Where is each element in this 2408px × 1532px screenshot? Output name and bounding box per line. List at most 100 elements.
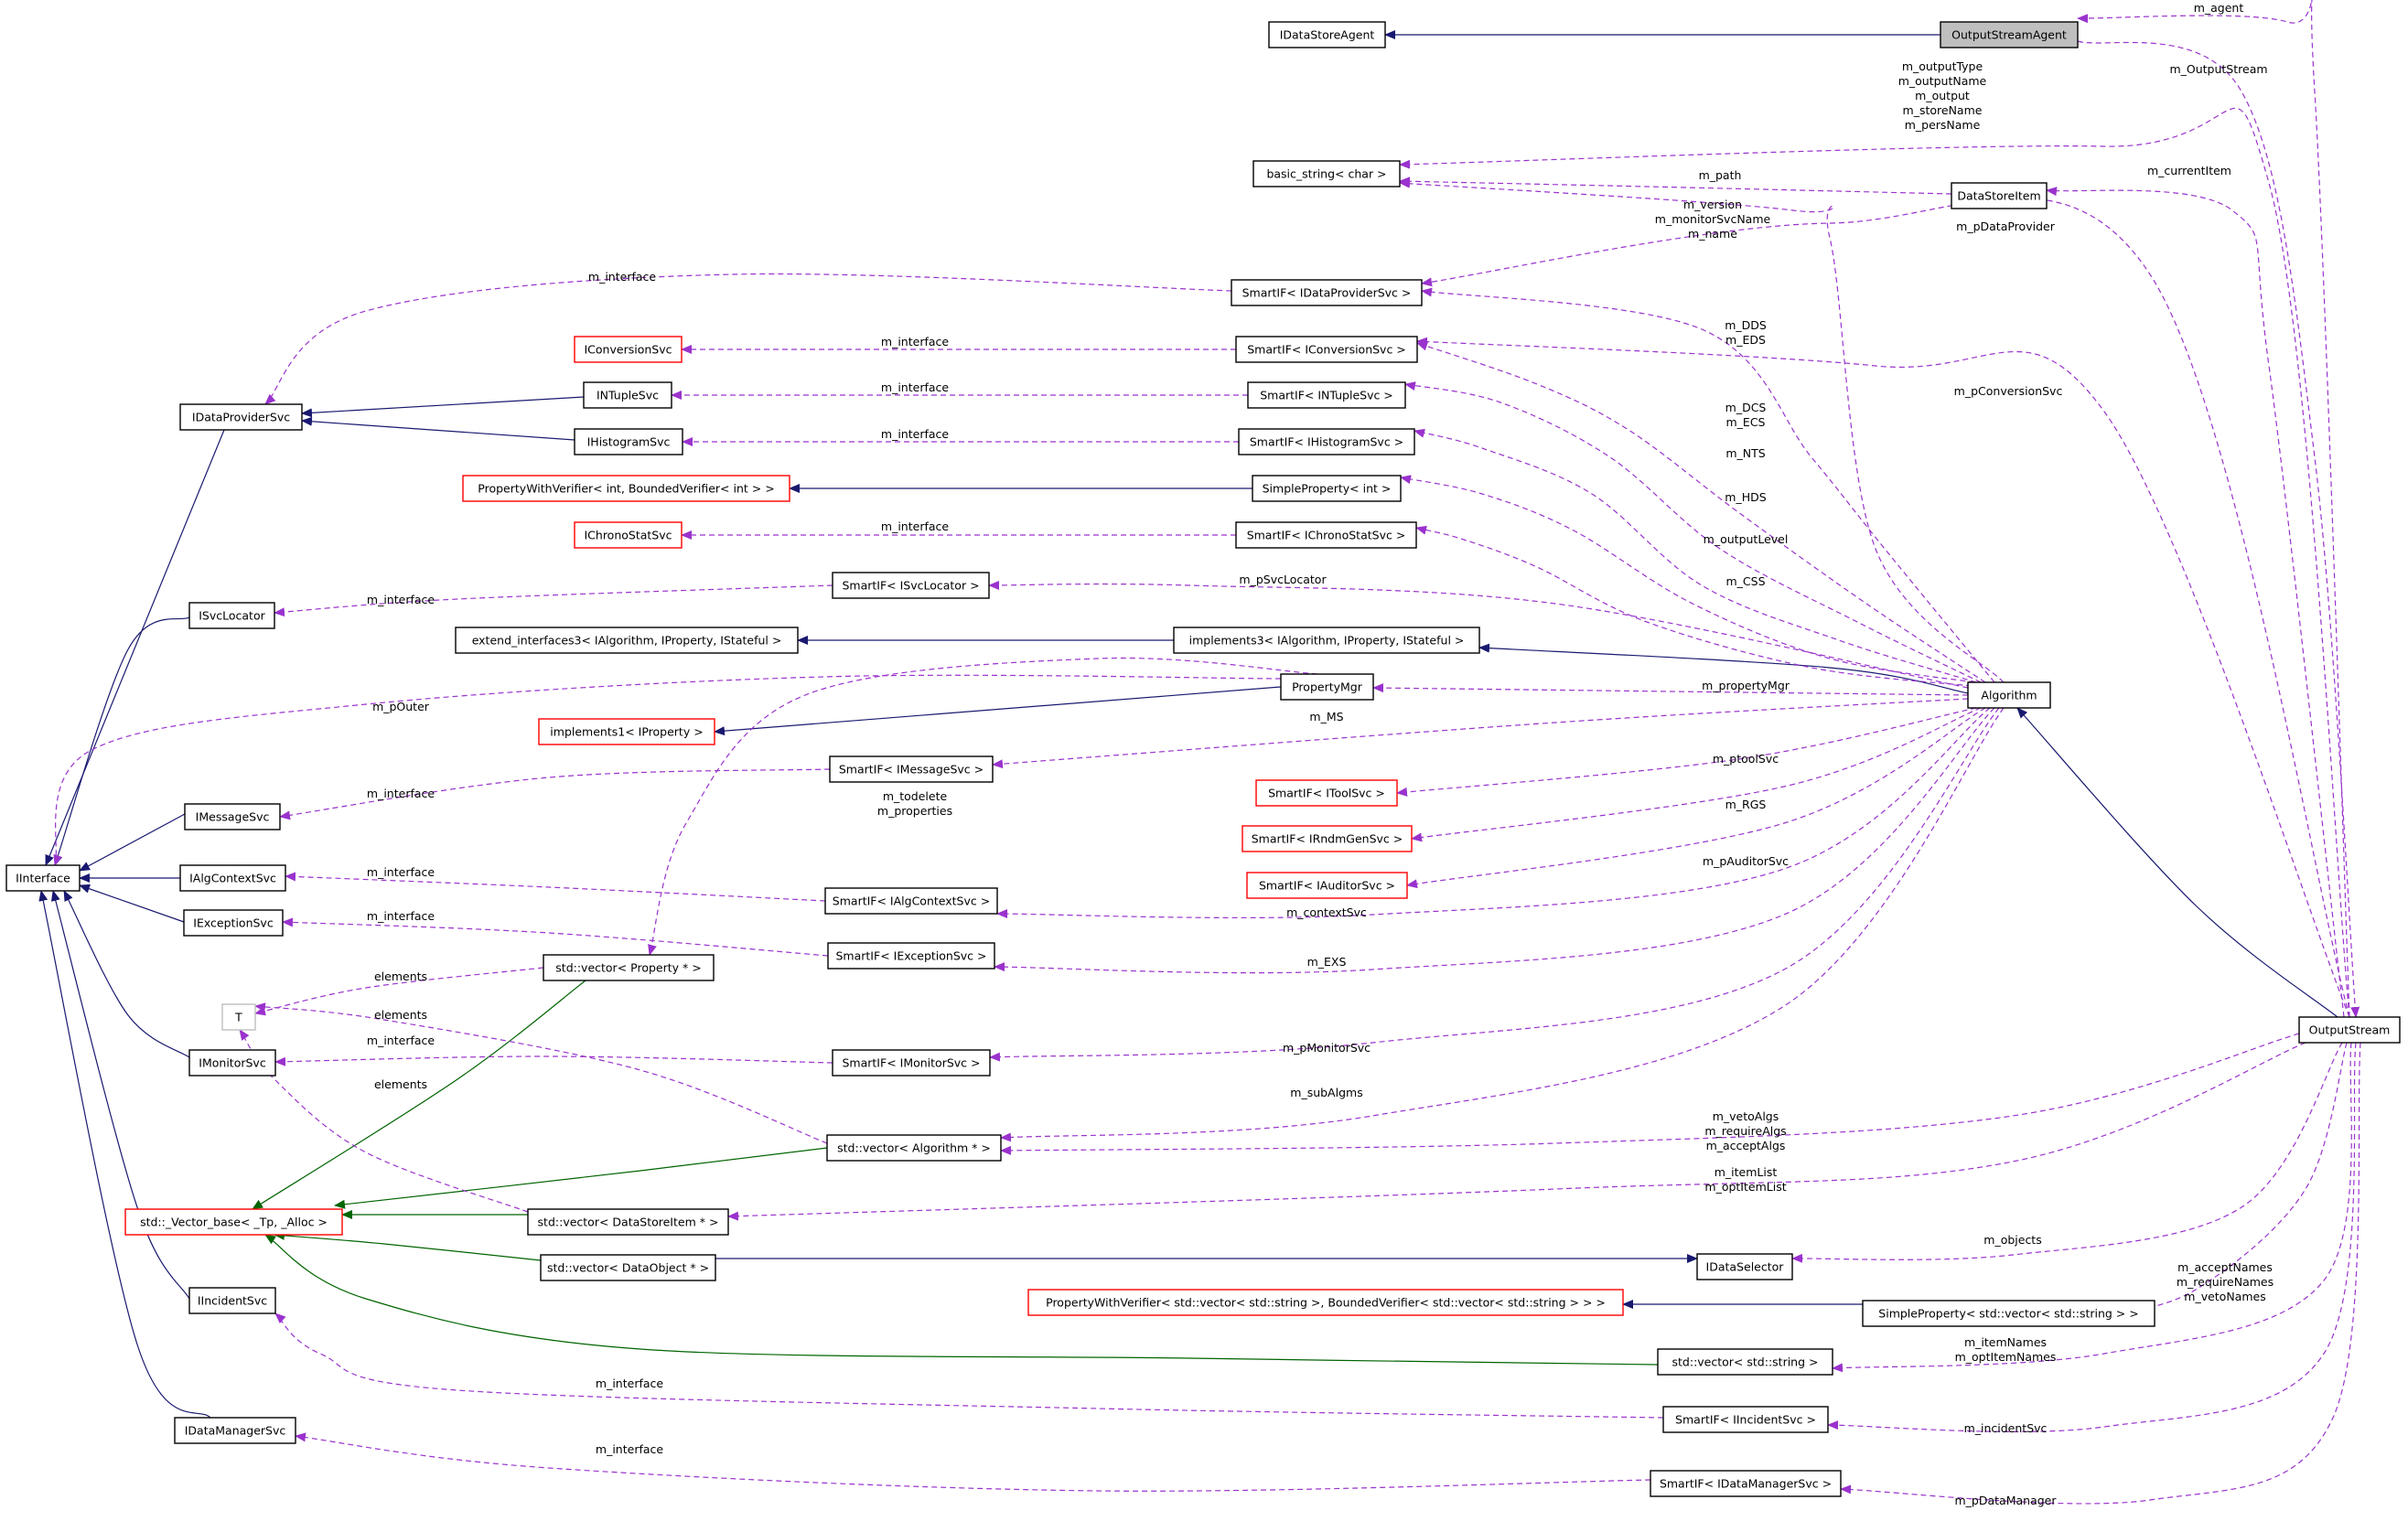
class-node-PropertyWithVerifier_vec[interactable]: PropertyWithVerifier< std::vector< std::… [1027, 1289, 1624, 1316]
class-node-box [184, 803, 281, 830]
edge-label: elements [374, 970, 427, 983]
edge-inherit-Algorithm-to-implements3 [1478, 643, 1969, 694]
class-node-PropertyWithVerifier_int[interactable]: PropertyWithVerifier< int, BoundedVerifi… [462, 475, 790, 502]
class-node-SmartIF_IHistogramSvc[interactable]: SmartIF< IHistogramSvc > [1238, 428, 1415, 455]
class-node-label: SmartIF< IExceptionSvc > [836, 949, 987, 963]
edge-inherit-IIncidentSvc-to-IInterface [50, 890, 190, 1300]
class-node-IDataStoreAgent[interactable]: IDataStoreAgent [1268, 21, 1386, 48]
class-node-box [827, 942, 995, 970]
class-node-label: basic_string< char > [1266, 167, 1386, 181]
class-node-vector_Algorithm[interactable]: std::vector< Algorithm * > [826, 1134, 1002, 1162]
class-node-SmartIF_IExceptionSvc[interactable]: SmartIF< IExceptionSvc > [827, 942, 995, 970]
edge-member-OutputStream-to-SmartIF_IConversionSvc [1416, 337, 2350, 1018]
class-node-vector_Property[interactable]: std::vector< Property * > [543, 954, 715, 981]
edge-member-SmartIF_IIncidentSvc-to-IIncidentSvc [274, 1312, 1664, 1419]
class-node-box [574, 428, 683, 455]
edge-member-OutputStreamAgent-to-OutputStream [2077, 40, 2360, 1018]
class-node-vector_DataObject[interactable]: std::vector< DataObject * > [540, 1254, 716, 1281]
edge-template-vector_string-to-Vector_base [264, 1234, 1659, 1366]
class-node-SimpleProperty_vec[interactable]: SimpleProperty< std::vector< std::string… [1862, 1300, 2155, 1327]
class-node-SmartIF_IConversionSvc[interactable]: SmartIF< IConversionSvc > [1235, 336, 1418, 363]
edge-member-Algorithm-to-SimpleProperty_int [1400, 475, 1975, 683]
class-node-IMonitorSvc[interactable]: IMonitorSvc [188, 1049, 276, 1077]
class-node-IExceptionSvc[interactable]: IExceptionSvc [183, 909, 284, 937]
class-node-label: PropertyWithVerifier< std::vector< std::… [1046, 1296, 1606, 1310]
class-node-IHistogramSvc[interactable]: IHistogramSvc [574, 428, 683, 455]
edge-member-vector_DataStoreItem-to-T [239, 1029, 529, 1213]
class-node-INTupleSvc[interactable]: INTupleSvc [583, 381, 672, 409]
class-node-OutputStreamAgent[interactable]: OutputStreamAgent [1940, 21, 2079, 48]
edge-member-OutputStream-to-SimpleProperty_vec [2094, 1042, 2348, 1320]
class-node-box [462, 475, 790, 502]
class-node-Algorithm[interactable]: Algorithm [1967, 681, 2051, 709]
class-node-T[interactable]: T [221, 1003, 256, 1031]
class-node-label: SimpleProperty< int > [1263, 482, 1392, 496]
edge-member-SmartIF_ISvcLocator-to-ISvcLocator [274, 584, 833, 617]
edge-template-vector_Algorithm-to-Vector_base [334, 1147, 828, 1209]
class-node-label: SmartIF< IConversionSvc > [1247, 343, 1406, 357]
class-node-IConversionSvc[interactable]: IConversionSvc [574, 336, 683, 363]
class-node-IAlgContextSvc[interactable]: IAlgContextSvc [179, 864, 286, 892]
node-layer: IDataStoreAgent OutputStreamAgent basic_st… [5, 21, 2401, 1497]
class-node-SmartIF_IRndmGenSvc[interactable]: SmartIF< IRndmGenSvc > [1242, 825, 1413, 852]
edge-label: m_currentItem [2147, 164, 2231, 177]
class-node-label: IDataStoreAgent [1280, 28, 1375, 42]
class-node-vector_DataStoreItem[interactable]: std::vector< DataStoreItem * > [527, 1208, 729, 1236]
edge-label: m_interface [881, 380, 949, 394]
class-node-extend_interfaces3[interactable]: extend_interfaces3< IAlgorithm, IPropert… [455, 627, 799, 654]
class-node-IDataSelector[interactable]: IDataSelector [1696, 1253, 1793, 1280]
class-node-SimpleProperty_int[interactable]: SimpleProperty< int > [1252, 475, 1402, 502]
class-node-label: implements1< IProperty > [550, 725, 703, 739]
class-node-IIncidentSvc[interactable]: IIncidentSvc [188, 1287, 276, 1314]
class-node-Vector_base[interactable]: std::_Vector_base< _Tp, _Alloc > [124, 1208, 343, 1236]
edge-label: m_MS [1309, 710, 1343, 723]
class-node-implements1[interactable]: implements1< IProperty > [538, 718, 715, 745]
class-node-SmartIF_IDataProviderSvc[interactable]: SmartIF< IDataProviderSvc > [1231, 279, 1423, 306]
edge-label: m_pAuditorSvc [1703, 854, 1789, 868]
class-node-SmartIF_IAlgContextSvc[interactable]: SmartIF< IAlgContextSvc > [824, 887, 998, 915]
edge-label: m_subAlgms [1290, 1086, 1362, 1099]
edge-inherit-IMonitorSvc-to-IInterface [63, 890, 190, 1058]
class-node-SmartIF_IDataManagerSvc[interactable]: SmartIF< IDataManagerSvc > [1650, 1470, 1842, 1497]
class-node-label: IHistogramSvc [587, 435, 671, 449]
class-node-box [188, 1287, 276, 1314]
class-node-IDataProviderSvc[interactable]: IDataProviderSvc [179, 403, 303, 431]
class-node-label: SmartIF< IMessageSvc > [839, 763, 984, 777]
class-node-DataStoreItem[interactable]: DataStoreItem [1951, 182, 2048, 209]
class-node-box [1231, 279, 1423, 306]
class-node-box [829, 755, 994, 783]
class-node-basic_string[interactable]: basic_string< char > [1252, 160, 1401, 187]
class-node-SmartIF_ISvcLocator[interactable]: SmartIF< ISvcLocator > [832, 572, 990, 599]
class-node-IDataManagerSvc[interactable]: IDataManagerSvc [174, 1417, 296, 1444]
edge-member-OutputStream-to-vector_Algorithm [1000, 1033, 2300, 1155]
class-node-SmartIF_IChronoStatSvc[interactable]: SmartIF< IChronoStatSvc > [1235, 521, 1417, 549]
class-node-OutputStream[interactable]: OutputStream [2298, 1016, 2401, 1044]
class-node-box [1242, 825, 1413, 852]
edge-label: m_EXS [1307, 955, 1347, 969]
class-node-SmartIF_IIncidentSvc[interactable]: SmartIF< IIncidentSvc > [1662, 1406, 1829, 1433]
class-node-label: implements3< IAlgorithm, IProperty, ISta… [1189, 634, 1465, 648]
class-node-implements3[interactable]: implements3< IAlgorithm, IProperty, ISta… [1173, 627, 1480, 654]
class-node-SmartIF_IToolSvc[interactable]: SmartIF< IToolSvc > [1255, 779, 1398, 807]
class-node-SmartIF_IAuditorSvc[interactable]: SmartIF< IAuditorSvc > [1246, 872, 1408, 899]
class-node-box [1967, 681, 2051, 709]
class-node-box [527, 1208, 729, 1236]
class-node-box [583, 381, 672, 409]
class-node-SmartIF_IMessageSvc[interactable]: SmartIF< IMessageSvc > [829, 755, 994, 783]
class-node-vector_string[interactable]: std::vector< std::string > [1657, 1348, 1833, 1376]
class-node-SmartIF_INTupleSvc[interactable]: SmartIF< INTupleSvc > [1247, 381, 1406, 409]
edge-label: m_interface [367, 865, 435, 879]
class-node-label: SmartIF< ISvcLocator > [842, 579, 979, 593]
class-node-PropertyMgr[interactable]: PropertyMgr [1280, 673, 1374, 701]
edge-label: elements [374, 1008, 427, 1022]
edge-member-Algorithm-to-vector_Algorithm [1000, 707, 2005, 1142]
class-node-ISvcLocator[interactable]: ISvcLocator [188, 602, 275, 629]
class-node-SmartIF_IMonitorSvc[interactable]: SmartIF< IMonitorSvc > [832, 1049, 991, 1077]
class-node-label: IIncidentSvc [198, 1294, 267, 1308]
class-node-IChronoStatSvc[interactable]: IChronoStatSvc [574, 521, 683, 549]
class-node-IInterface[interactable]: IInterface [5, 864, 81, 892]
edge-label: m_interface [881, 520, 949, 533]
class-node-IMessageSvc[interactable]: IMessageSvc [184, 803, 281, 830]
class-node-label: SmartIF< INTupleSvc > [1260, 389, 1393, 402]
